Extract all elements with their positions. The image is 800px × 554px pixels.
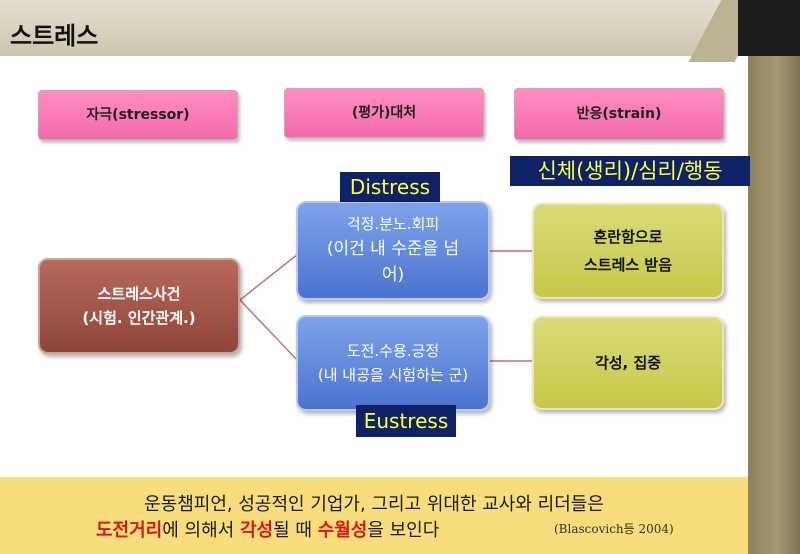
response-label: 반응(strain) <box>576 105 662 122</box>
appraisal-box: (평가)대처 <box>284 88 484 138</box>
quote-text-1: 에 의해서 <box>162 520 240 541</box>
distress-box: 걱정.분노.회피 (이건 내 수준을 넘 어) <box>296 201 490 300</box>
distress-outcome-box: 혼란함으로 스트레스 받음 <box>532 203 724 299</box>
distress-thought-line2: 어) <box>381 265 405 286</box>
distress-outcome-line2: 스트레스 받음 <box>583 256 673 274</box>
appraisal-label: (평가)대처 <box>351 104 417 121</box>
stress-event-examples: (시험. 인간관계.) <box>82 309 196 327</box>
quote-highlight-challenge: 도전거리 <box>96 520 163 541</box>
distress-outcome-line1: 혼란함으로 <box>593 227 663 246</box>
response-domains-label: 신체(생리)/심리/행동 <box>510 156 750 186</box>
quote-line1: 운동챔피언, 성공적인 기업가, 그리고 위대한 교사와 리더들은 <box>144 494 604 515</box>
right-decor-band <box>748 56 800 554</box>
quote-text-3: 을 보인다 <box>367 520 440 541</box>
quote-line2: 도전거리에 의해서 각성될 때 수월성을 보인다 <box>96 516 439 542</box>
response-box: 반응(strain) <box>514 88 724 140</box>
stress-event-box: 스트레스사건 (시험. 인간관계.) <box>38 258 240 354</box>
stimulus-label: 자극(stressor) <box>86 106 190 123</box>
slide-title: 스트레스 <box>10 22 99 50</box>
title-bar <box>0 0 800 56</box>
eustress-outcome-box: 각성, 집중 <box>532 316 724 410</box>
eustress-thought: (내 내공을 시험하는 군) <box>317 366 469 384</box>
quote-citation: (Blascovich등 2004) <box>554 522 674 536</box>
eustress-label: Eustress <box>356 405 456 437</box>
stimulus-box: 자극(stressor) <box>38 90 238 140</box>
eustress-box: 도전.수용.긍정 (내 내공을 시험하는 군) <box>296 315 490 411</box>
quote-text-2: 될 때 <box>273 520 318 541</box>
distress-emotions: 걱정.분노.회피 <box>346 214 440 233</box>
quote-band <box>0 477 748 554</box>
stress-event-title: 스트레스사건 <box>97 285 181 303</box>
quote-highlight-excellence: 수월성 <box>317 520 368 541</box>
quote-highlight-arousal: 각성 <box>239 520 274 541</box>
connector-event-eustress <box>239 299 299 362</box>
connector-event-distress <box>239 253 299 301</box>
eustress-attitudes: 도전.수용.긍정 <box>346 342 440 360</box>
distress-label: Distress <box>340 172 440 202</box>
title-bar-corner <box>738 0 800 56</box>
distress-thought-line1: (이건 내 수준을 넘 <box>326 238 460 259</box>
eustress-outcome: 각성, 집중 <box>594 354 662 372</box>
